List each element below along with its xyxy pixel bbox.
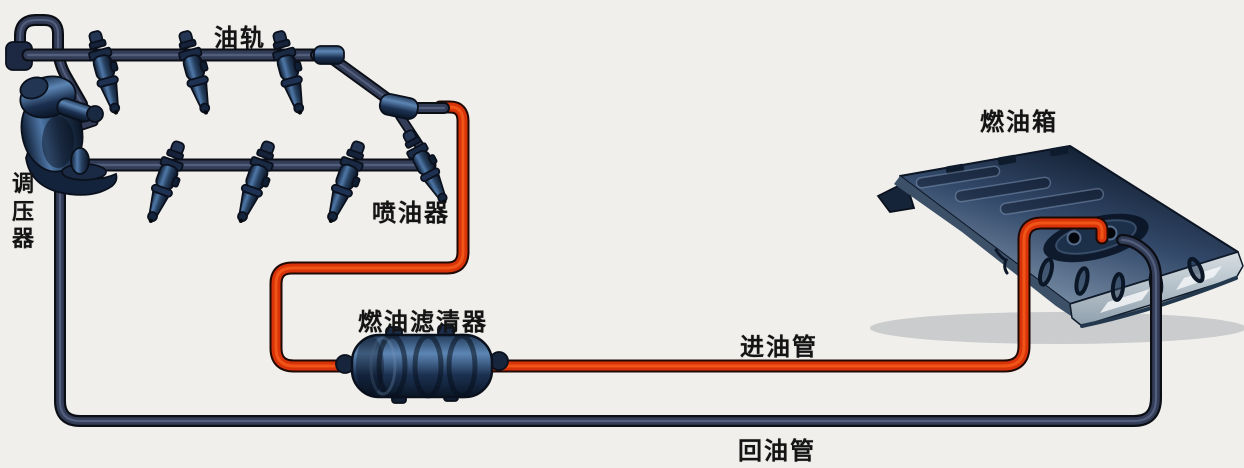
- injector-top-1: [82, 27, 130, 119]
- label-injector: 喷油器: [372, 201, 450, 227]
- label-fuel-filter: 燃油滤清器: [358, 310, 488, 336]
- label-fuel-rail: 油轨: [214, 26, 266, 52]
- label-pressure-regulator: 调压器: [12, 171, 35, 251]
- fuel-filter: [335, 324, 509, 404]
- injector-top-2: [172, 27, 220, 119]
- supply-pipe: [269, 100, 1109, 373]
- label-supply-pipe: 进油管: [740, 335, 818, 361]
- tank-edge-notches: [945, 145, 1069, 175]
- injector-top-3: [266, 27, 314, 119]
- fuel-tank: [870, 145, 1244, 344]
- tee-fitting: [378, 93, 419, 120]
- label-fuel-tank: 燃油箱: [980, 110, 1058, 136]
- tank-supply-port: [1066, 230, 1082, 246]
- injector-bottom-1: [138, 137, 193, 229]
- tank-grooves: [915, 165, 1105, 216]
- injector-bottom-2: [228, 137, 283, 229]
- tank-surface-mark: [994, 248, 1009, 275]
- rail-fitting: [313, 45, 345, 65]
- pressure-regulator: [19, 75, 118, 196]
- label-return-pipe: 回油管: [738, 439, 816, 465]
- return-pipe: [54, 186, 1162, 427]
- injector-bottom-3: [318, 137, 373, 229]
